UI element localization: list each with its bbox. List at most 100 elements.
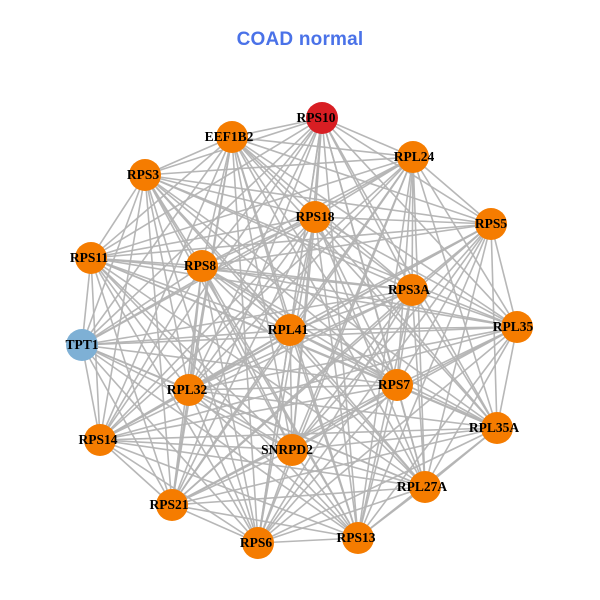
- graph-edge: [412, 156, 518, 328]
- graph-node-rpl41[interactable]: [274, 314, 306, 346]
- graph-edge: [257, 486, 426, 544]
- graph-node-label-rps7: RPS7: [378, 377, 411, 392]
- graph-node-rpl24[interactable]: [397, 141, 429, 173]
- graph-edge: [144, 156, 414, 176]
- graph-edge: [231, 136, 492, 225]
- graph-node-label-rpl35: RPL35: [493, 319, 534, 334]
- graph-edge: [171, 427, 498, 506]
- graph-edge: [81, 344, 398, 386]
- graph-edge: [396, 384, 426, 488]
- graph-edge: [90, 257, 291, 331]
- graph-edge: [291, 449, 426, 488]
- graph-node-snrpd2[interactable]: [276, 434, 308, 466]
- graph-node-tpt1[interactable]: [66, 329, 98, 361]
- graph-edge: [396, 223, 492, 386]
- graph-edge: [90, 257, 259, 544]
- graph-edge: [411, 289, 426, 488]
- graph-edge: [99, 289, 413, 441]
- graph-edge: [99, 439, 359, 539]
- graph-edge: [291, 384, 398, 451]
- graph-edge: [99, 326, 518, 441]
- graph-node-eef1b2[interactable]: [216, 121, 248, 153]
- graph-node-label-rpl32: RPL32: [167, 382, 208, 397]
- graph-node-rps3[interactable]: [129, 159, 161, 191]
- graph-edge: [201, 216, 316, 267]
- graph-edge: [90, 117, 323, 259]
- graph-node-label-snrpd2: SNRPD2: [261, 442, 313, 457]
- graph-node-rps13[interactable]: [342, 522, 374, 554]
- graph-node-rpl35a[interactable]: [481, 412, 513, 444]
- graph-node-rpl35[interactable]: [501, 311, 533, 343]
- graph-node-label-rps6: RPS6: [240, 535, 273, 550]
- graph-node-rps8[interactable]: [186, 250, 218, 282]
- graph-edge: [201, 223, 492, 267]
- graph-node-rps6[interactable]: [242, 527, 274, 559]
- graph-edge: [231, 136, 414, 158]
- graph-edge: [289, 326, 518, 331]
- graph-edge: [171, 486, 426, 506]
- graph-edge: [291, 223, 492, 451]
- graph-node-rps7[interactable]: [381, 369, 413, 401]
- graph-edge: [144, 174, 259, 544]
- graph-node-rpl32[interactable]: [173, 374, 205, 406]
- graph-node-label-eef1b2: EEF1B2: [205, 129, 254, 144]
- graph-edge: [321, 117, 414, 158]
- graph-node-label-rps5: RPS5: [475, 216, 508, 231]
- graph-node-rps21[interactable]: [156, 489, 188, 521]
- graph-node-rps5[interactable]: [475, 208, 507, 240]
- graph-edge: [99, 174, 146, 441]
- graph-edge: [81, 344, 101, 441]
- graph-edge: [201, 265, 518, 328]
- graph-node-rps14[interactable]: [84, 424, 116, 456]
- graph-edge: [81, 344, 359, 539]
- graph-edge: [188, 389, 359, 539]
- graph-edge: [314, 216, 426, 488]
- graph-edge: [90, 257, 518, 328]
- graph-edge: [257, 537, 359, 544]
- graph-edge: [314, 216, 413, 291]
- graph-node-label-rps3: RPS3: [127, 167, 160, 182]
- graph-node-rps18[interactable]: [299, 201, 331, 233]
- graph-edge: [90, 257, 359, 539]
- graph-edge: [188, 326, 518, 391]
- graph-edge: [99, 384, 398, 441]
- graph-edge: [188, 384, 398, 391]
- graph-edge: [257, 427, 498, 544]
- graph-edge: [257, 329, 291, 544]
- graph-node-label-rpl27a: RPL27A: [397, 479, 448, 494]
- graph-edge: [90, 257, 190, 391]
- graph-node-rps11[interactable]: [75, 242, 107, 274]
- graph-edge: [144, 174, 293, 451]
- graph-node-rpl27a[interactable]: [409, 471, 441, 503]
- graph-edge: [289, 329, 293, 451]
- graph-edge: [144, 174, 492, 225]
- graph-edge: [171, 329, 291, 506]
- graph-edge: [291, 289, 413, 451]
- graph-edge: [81, 136, 233, 346]
- graph-edge: [188, 389, 426, 488]
- graph-edge: [99, 439, 293, 451]
- graph-edge: [201, 265, 291, 331]
- graph-node-label-rps10: RPS10: [296, 110, 335, 125]
- graph-edge: [424, 326, 518, 488]
- graph-edge: [90, 136, 233, 259]
- graph-edge: [188, 389, 293, 451]
- graph-edge: [496, 326, 518, 429]
- graph-edge: [257, 223, 492, 544]
- graph-edge: [257, 449, 293, 544]
- page-title: COAD normal: [236, 29, 364, 50]
- graph-node-label-rps14: RPS14: [78, 432, 117, 447]
- graph-node-label-rps8: RPS8: [184, 258, 217, 273]
- graph-node-label-rps3a: RPS3A: [388, 282, 430, 297]
- graph-edge: [257, 326, 518, 544]
- graph-edge: [314, 216, 492, 225]
- graph-edge: [289, 289, 413, 331]
- graph-node-rps10[interactable]: [306, 102, 338, 134]
- graph-edge: [357, 223, 492, 539]
- graph-node-rps3a[interactable]: [396, 274, 428, 306]
- graph-edge: [90, 156, 414, 259]
- graph-edge: [412, 156, 492, 225]
